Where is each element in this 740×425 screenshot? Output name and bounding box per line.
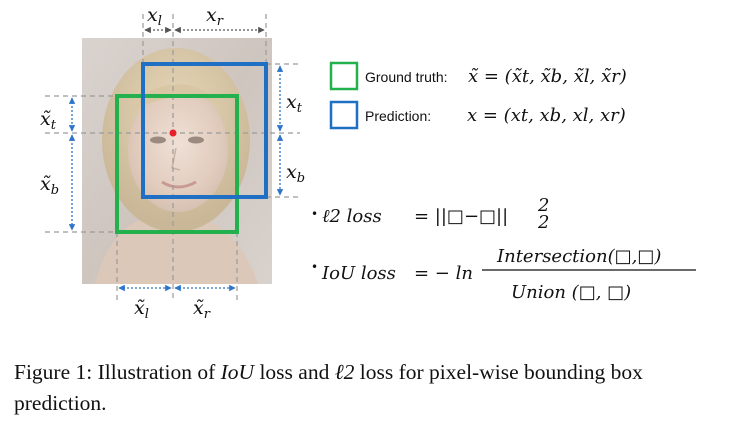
figure-caption: Figure 1: Illustration of IoU loss and ℓ… — [14, 357, 730, 419]
center-point — [170, 130, 177, 137]
iou-loss-numerator: Intersection(□,□) — [496, 246, 661, 267]
figure-illustration: xl xr xt xb x̃t x̃b x̃l x̃r Ground truth… — [0, 0, 740, 335]
legend-prediction-formula: x = (xt, xb, xl, xr) — [467, 105, 626, 126]
legend-ground-truth-formula: x̃ = (x̃t, x̃b, x̃l, x̃r) — [468, 66, 627, 87]
label-xr: xr — [206, 4, 224, 29]
legend-prediction-swatch — [331, 102, 357, 128]
figure-canvas: xl xr xt xb x̃t x̃b x̃l x̃r Ground truth… — [0, 0, 740, 335]
label-gt-xl: x̃l — [134, 297, 149, 322]
label-xb: xb — [286, 161, 305, 186]
label-xt: xt — [286, 91, 303, 116]
label-xl: xl — [147, 4, 162, 29]
l2-loss-sub: 2 — [537, 212, 549, 233]
iou-loss-prefix: = − ln — [414, 263, 473, 284]
svg-text:•: • — [311, 260, 318, 274]
legend-ground-truth-label: Ground truth: — [365, 69, 448, 85]
l2-loss-expression: = ||□−□|| — [414, 206, 508, 227]
legend-ground-truth-swatch — [331, 63, 357, 89]
iou-loss-formula: • IoU loss = − ln Intersection(□,□) Unio… — [311, 246, 696, 303]
legend-prediction-label: Prediction: — [365, 108, 431, 124]
label-gt-xb: x̃b — [40, 173, 59, 198]
legend: Ground truth: x̃ = (x̃t, x̃b, x̃l, x̃r) … — [331, 63, 627, 128]
label-gt-xt: x̃t — [40, 108, 57, 133]
iou-loss-denominator: Union (□, □) — [511, 282, 631, 303]
l2-loss-name: ℓ2 loss — [322, 206, 382, 227]
l2-loss-formula: • ℓ2 loss = ||□−□|| 2 2 — [311, 195, 549, 233]
svg-text:•: • — [311, 207, 318, 221]
face-photo — [82, 38, 272, 284]
iou-loss-name: IoU loss — [321, 263, 396, 284]
label-gt-xr: x̃r — [193, 297, 211, 322]
